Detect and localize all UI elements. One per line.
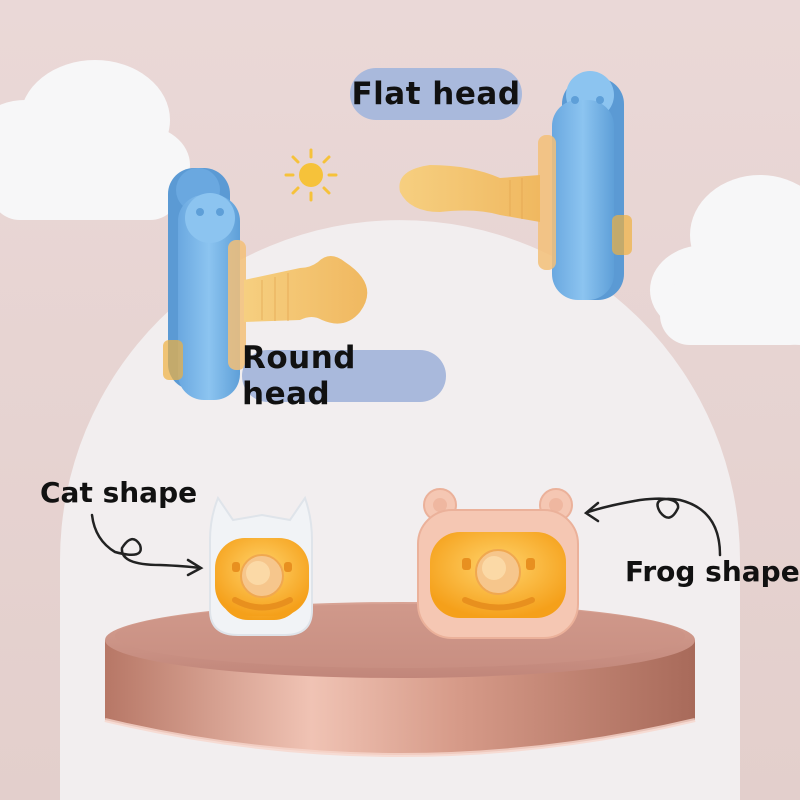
cloud-right [650,175,800,345]
round-head-pacifier [163,168,368,400]
cat-shape-pacifier [209,495,313,636]
podium [104,602,696,757]
frog-shape-label: Frog shape [625,555,800,588]
flat-head-label: Flat head [350,68,522,120]
frog-shape-pacifier [417,488,579,639]
arrow-to-frog [583,497,722,557]
sun-icon [284,148,338,202]
round-head-label: Round head [242,340,446,412]
cloud-left [0,60,190,220]
flat-head-pacifier [399,71,632,300]
cat-shape-label: Cat shape [40,476,198,509]
arrow-to-cat [90,513,204,577]
